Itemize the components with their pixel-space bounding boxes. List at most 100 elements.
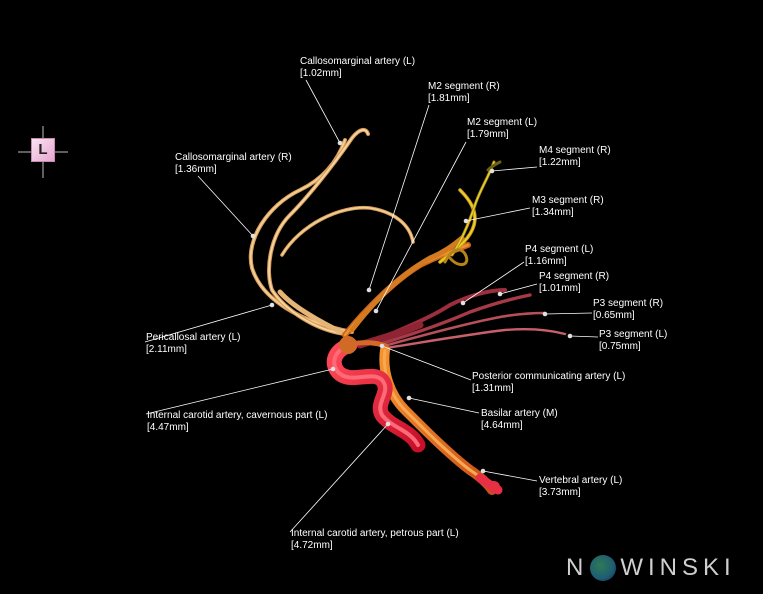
- label-m2-r: M2 segment (R) [1.81mm]: [428, 81, 500, 105]
- label-vertebral-l: Vertebral artery (L) [3.73mm]: [539, 475, 622, 499]
- label-p3-l: P3 segment (L) [0.75mm]: [599, 329, 667, 353]
- label-size: [1.81mm]: [428, 93, 470, 104]
- dot-m2-l: [373, 308, 379, 314]
- leader-m4-r: [491, 166, 538, 172]
- label-size: [2.11mm]: [146, 344, 187, 355]
- leader-vertebral-l: [482, 470, 538, 482]
- dot-callosomarginal-r: [250, 233, 256, 239]
- label-name: P4 segment (R): [539, 271, 610, 282]
- dot-ica-petrous-l: [385, 421, 391, 427]
- label-callosomarginal-l: Callosomarginal artery (L) [1.02mm]: [300, 56, 415, 80]
- dot-p3-l: [567, 333, 573, 339]
- m-twist: [443, 248, 469, 266]
- label-name: Pericallosal artery (L): [146, 332, 241, 343]
- callosal-vessels: [248, 127, 415, 337]
- leader-m2-l: [375, 141, 467, 312]
- label-p4-r: P4 segment (R) [1.01mm]: [539, 271, 609, 295]
- label-size: [4.72mm]: [291, 540, 333, 551]
- label-name: Callosomarginal artery (L): [300, 56, 416, 67]
- label-name: M2 segment (R): [428, 81, 500, 92]
- dot-m3-r: [463, 218, 469, 224]
- p3-l-vessel: [384, 328, 567, 350]
- label-name: M4 segment (R): [539, 145, 611, 156]
- dot-vertebral-l: [480, 468, 486, 474]
- nowinski-logo: N WINSKI: [566, 553, 736, 583]
- dot-ica-cavernous-l: [330, 366, 336, 372]
- label-size: [3.73mm]: [539, 487, 581, 498]
- brain-icon: [590, 555, 617, 581]
- dot-p4-l: [460, 300, 466, 306]
- label-pericallosal-l: Pericallosal artery (L) [2.11mm]: [146, 332, 240, 356]
- leader-callosomarginal-l: [305, 79, 341, 144]
- label-callosomarginal-r: Callosomarginal artery (R) [1.36mm]: [175, 152, 292, 176]
- anchor-dots: [250, 140, 573, 474]
- m2-l-vessel: [349, 235, 465, 333]
- leader-basilar-m: [408, 397, 480, 414]
- ica-vessels: [326, 336, 503, 495]
- logo-text-right: WINSKI: [620, 554, 736, 581]
- label-size: [4.64mm]: [481, 420, 523, 431]
- label-size: [4.47mm]: [147, 422, 189, 433]
- p3-r-vessel: [382, 311, 547, 348]
- leader-m3-r: [465, 207, 531, 222]
- dot-m2-r: [366, 287, 372, 293]
- leader-p3-l: [569, 335, 599, 338]
- leader-m2-r: [368, 104, 430, 291]
- label-size: [1.31mm]: [472, 383, 514, 394]
- leader-lines: [144, 79, 599, 533]
- leader-p4-r: [499, 283, 538, 295]
- dot-callosomarginal-l: [337, 140, 343, 146]
- label-m3-r: M3 segment (R) [1.34mm]: [532, 195, 604, 219]
- label-name: M2 segment (L): [467, 117, 538, 128]
- label-name: Basilar artery (M): [481, 408, 558, 419]
- label-size: [1.79mm]: [467, 129, 509, 140]
- basilar-vessels: [349, 340, 497, 495]
- label-ica-petrous-l: Internal carotid artery, petrous part (L…: [291, 528, 459, 552]
- pericallosal-lower-vessel: [277, 289, 348, 337]
- p4-r-vessel: [378, 293, 532, 346]
- dot-m4-r: [489, 168, 495, 174]
- label-name: P4 segment (L): [525, 244, 594, 255]
- label-basilar-m: Basilar artery (M) [4.64mm]: [481, 408, 558, 432]
- leader-ica-cavernous-l: [145, 368, 334, 415]
- leader-pcom-l: [381, 345, 472, 381]
- label-name: Callosomarginal artery (R): [175, 152, 292, 163]
- dot-basilar-m: [406, 395, 412, 401]
- label-size: [0.65mm]: [593, 310, 635, 321]
- dot-pericallosal-l: [269, 302, 275, 308]
- label-name: Internal carotid artery, petrous part (L…: [291, 528, 459, 539]
- label-size: [1.22mm]: [539, 157, 581, 168]
- leader-pericallosal-l: [144, 304, 273, 343]
- pca-vessels: [356, 288, 567, 350]
- m4-r-vessel-hl: [451, 161, 495, 256]
- label-size: [1.16mm]: [525, 256, 567, 267]
- leader-p3-r: [544, 312, 593, 315]
- label-name: P3 segment (R): [593, 298, 664, 309]
- ica-vessel-hl: [332, 343, 420, 447]
- label-name: Internal carotid artery, cavernous part …: [147, 410, 328, 421]
- label-m2-l: M2 segment (L) [1.79mm]: [467, 117, 537, 141]
- dot-pcom-l: [379, 343, 385, 349]
- leader-callosomarginal-r: [197, 175, 254, 237]
- label-name: M3 segment (R): [532, 195, 604, 206]
- dot-p3-r: [542, 311, 548, 317]
- m4-r-end: [486, 160, 502, 172]
- label-p4-l: P4 segment (L) [1.16mm]: [525, 244, 593, 268]
- callosomarginal-l-vessel-hl: [281, 206, 414, 256]
- label-name: Posterior communicating artery (L): [472, 371, 626, 382]
- label-p3-r: P3 segment (R) [0.65mm]: [593, 298, 663, 322]
- orientation-cube[interactable]: L: [18, 126, 68, 178]
- dot-p4-r: [497, 291, 503, 297]
- vertebral-l-end: [488, 481, 500, 493]
- pericallosal-l-vessel-hl: [268, 129, 369, 335]
- label-m4-r: M4 segment (R) [1.22mm]: [539, 145, 611, 169]
- label-size: [1.01mm]: [539, 283, 581, 294]
- label-ica-cavernous-l: Internal carotid artery, cavernous part …: [147, 410, 327, 434]
- label-size: [0.75mm]: [599, 341, 641, 352]
- ica-origin: [339, 336, 357, 354]
- leader-p4-l: [462, 261, 525, 304]
- label-size: [1.36mm]: [175, 164, 217, 175]
- label-size: [1.02mm]: [300, 68, 342, 79]
- orientation-letter: L: [31, 138, 55, 162]
